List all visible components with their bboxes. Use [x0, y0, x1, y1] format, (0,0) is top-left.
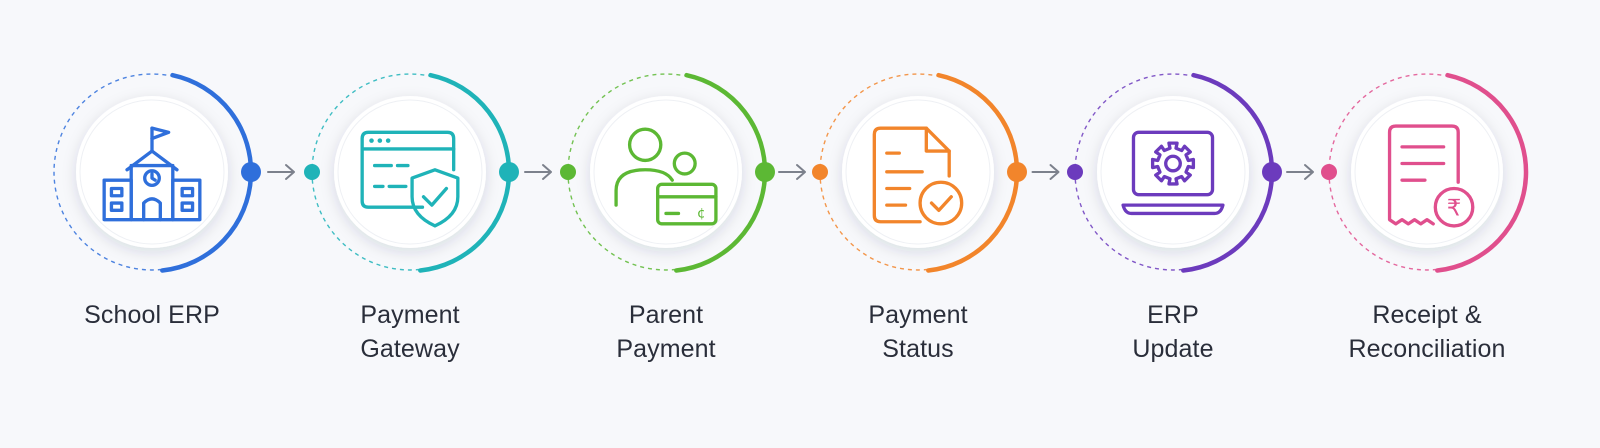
- svg-text:₹: ₹: [1447, 196, 1462, 222]
- document-check-icon: [872, 126, 964, 226]
- arrow-right-icon: [524, 164, 552, 180]
- in-dot: [1321, 164, 1337, 180]
- step-label-line: ERP: [1147, 301, 1199, 329]
- step-node-parent-payment: ¢: [560, 72, 775, 273]
- svg-text:¢: ¢: [697, 206, 706, 222]
- step-label-line: Payment: [616, 335, 716, 363]
- step-label-erp-update: ERP Update: [1053, 298, 1293, 366]
- step-node-erp-update: [1067, 72, 1282, 273]
- icon-disc-inner: [1354, 99, 1500, 245]
- icon-disc-inner: [593, 99, 739, 245]
- step-node-payment-status: [812, 72, 1027, 273]
- step-label-line: Update: [1132, 335, 1214, 363]
- in-dot: [1067, 164, 1083, 180]
- in-dot: [304, 164, 320, 180]
- step-label-line: Parent: [628, 301, 704, 329]
- step-node-receipt-reconciliation: ₹: [1321, 72, 1529, 273]
- arrow-right-icon: [1031, 164, 1060, 180]
- receipt-rupee-icon: ₹: [1387, 124, 1475, 228]
- step-label-line: Status: [882, 335, 954, 363]
- arrow-right-icon: [1286, 164, 1314, 180]
- secure-browser-shield-icon: [360, 130, 460, 228]
- icon-disc-inner: [337, 99, 483, 245]
- arrow-right-icon: [267, 164, 295, 180]
- step-label-receipt-reconciliation: Receipt & Reconciliation: [1307, 298, 1547, 366]
- progress-arc: [1435, 72, 1529, 273]
- school-building-icon: [102, 126, 202, 222]
- out-dot: [1262, 162, 1282, 182]
- arrow-right-icon: [778, 164, 806, 180]
- out-dot: [241, 162, 261, 182]
- in-dot: [812, 164, 828, 180]
- out-dot: [755, 162, 775, 182]
- step-node-payment-gateway: [304, 72, 519, 273]
- out-dot: [1007, 162, 1027, 182]
- step-label-line: Payment: [868, 301, 968, 329]
- in-dot: [560, 164, 576, 180]
- step-label-line: Gateway: [360, 335, 460, 363]
- parent-child-card-icon: ¢: [614, 127, 718, 226]
- step-node-school-erp: [53, 72, 261, 273]
- out-dot: [499, 162, 519, 182]
- step-label-line: Reconciliation: [1348, 335, 1506, 363]
- laptop-gear-icon: [1121, 130, 1225, 216]
- step-label-line: School ERP: [84, 301, 220, 329]
- step-label-line: Payment: [360, 301, 460, 329]
- step-label-school-erp: School ERP: [32, 298, 272, 332]
- step-label-line: Receipt &: [1372, 301, 1482, 329]
